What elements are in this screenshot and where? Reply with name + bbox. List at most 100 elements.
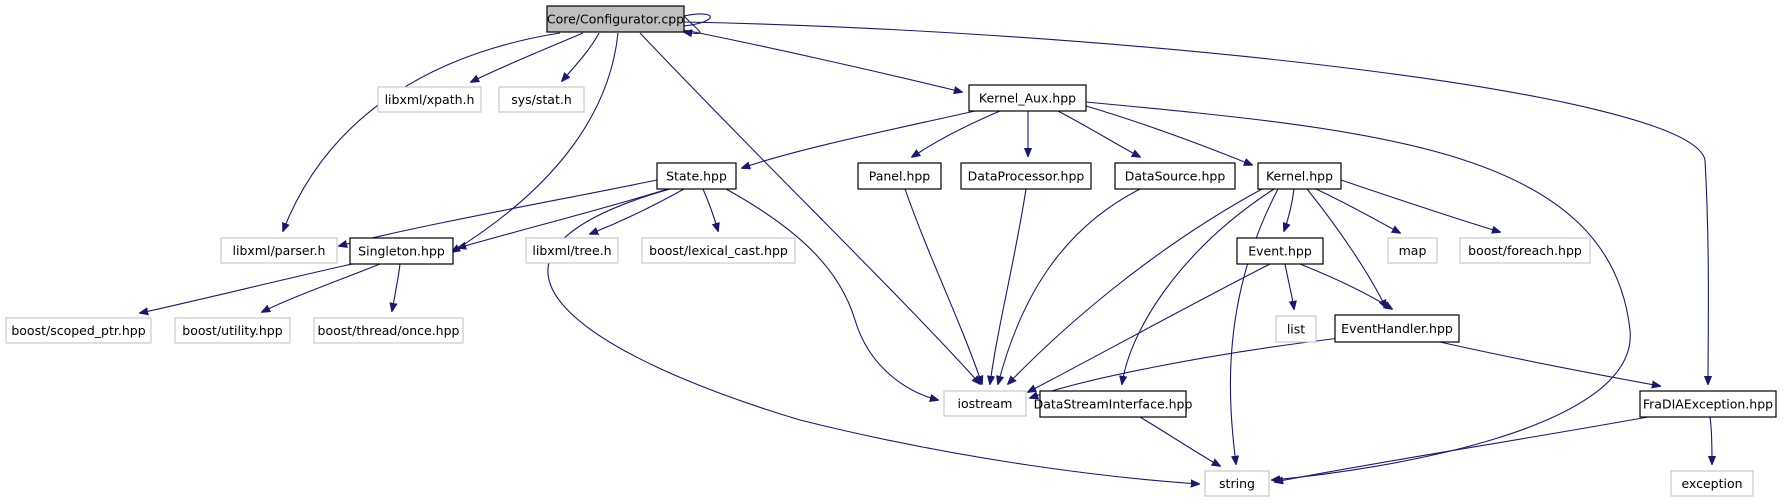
node-box-panel xyxy=(857,162,942,190)
node-label-datasource: DataSource.hpp xyxy=(1125,169,1226,184)
node-tree: libxml/tree.h xyxy=(525,237,619,264)
edge-panel-to-iostream xyxy=(904,188,982,384)
node-label-exception: exception xyxy=(1681,476,1742,491)
node-label-state: State.hpp xyxy=(666,169,727,184)
node-panel[interactable]: Panel.hpp xyxy=(857,162,942,190)
node-box-kernel xyxy=(1257,162,1342,190)
edge-configurator-to-xpath xyxy=(471,32,584,82)
edge-state-to-iostream xyxy=(725,188,938,400)
edge-kernel-to-iostream xyxy=(1008,188,1263,384)
node-xpath: libxml/xpath.h xyxy=(377,86,482,113)
edge-state-to-tree xyxy=(590,188,685,234)
node-box-dataprocessor xyxy=(960,162,1092,190)
node-label-xpath: libxml/xpath.h xyxy=(385,92,475,107)
node-box-eventhandler xyxy=(1334,314,1460,343)
node-eventhandler[interactable]: EventHandler.hpp xyxy=(1334,314,1460,343)
node-box-datasource xyxy=(1114,162,1236,190)
node-dataprocessor[interactable]: DataProcessor.hpp xyxy=(960,162,1092,190)
node-box-xpath xyxy=(377,86,482,113)
node-box-list xyxy=(1275,315,1317,343)
node-kernel_aux[interactable]: Kernel_Aux.hpp xyxy=(968,84,1087,112)
nodes-layer: Core/Configurator.cpp libxml/xpath.h sys/s… xyxy=(5,5,1777,497)
node-box-kernel_aux xyxy=(968,84,1087,112)
edge-fradia-to-string xyxy=(1275,416,1649,482)
node-box-tree xyxy=(525,237,619,264)
edge-configurator-to-singleton xyxy=(452,32,619,252)
node-label-lexical_cast: boost/lexical_cast.hpp xyxy=(649,243,788,258)
node-event[interactable]: Event.hpp xyxy=(1236,237,1324,265)
edge-event-to-eventhandler xyxy=(1299,263,1392,309)
node-label-parser: libxml/parser.h xyxy=(233,243,326,258)
node-box-iostream xyxy=(943,390,1027,417)
node-label-kernel: Kernel.hpp xyxy=(1266,169,1333,184)
node-datasource[interactable]: DataSource.hpp xyxy=(1114,162,1236,190)
node-box-event xyxy=(1236,237,1324,265)
edge-kernel-to-eventhandler xyxy=(1306,188,1386,308)
edge-state-to-singleton xyxy=(458,188,669,248)
edge-kernel-to-datastream xyxy=(1122,188,1275,384)
edge-kernel-to-foreach xyxy=(1340,179,1500,232)
edge-kernel-to-map xyxy=(1315,188,1400,233)
node-label-scoped_ptr: boost/scoped_ptr.hpp xyxy=(11,323,145,338)
node-box-scoped_ptr xyxy=(5,317,152,344)
node-scoped_ptr: boost/scoped_ptr.hpp xyxy=(5,317,152,344)
edge-singleton-to-scoped_ptr xyxy=(140,263,353,313)
node-label-panel: Panel.hpp xyxy=(869,169,931,184)
node-foreach: boost/foreach.hpp xyxy=(1459,237,1591,264)
node-label-fradia: FraDIAException.hpp xyxy=(1643,397,1773,412)
node-box-utility xyxy=(174,317,291,344)
edge-state-to-lexical_cast xyxy=(702,188,718,231)
node-box-configurator xyxy=(546,5,685,33)
edge-singleton-to-utility xyxy=(262,263,381,312)
node-stat: sys/stat.h xyxy=(498,86,585,113)
node-label-configurator: Core/Configurator.cpp xyxy=(547,12,684,27)
node-box-singleton xyxy=(349,237,454,265)
node-map: map xyxy=(1387,237,1438,264)
node-label-singleton: Singleton.hpp xyxy=(358,244,445,259)
node-label-foreach: boost/foreach.hpp xyxy=(1468,243,1582,258)
node-parser: libxml/parser.h xyxy=(220,237,338,264)
node-label-tree: libxml/tree.h xyxy=(532,243,611,258)
node-label-once: boost/thread/once.hpp xyxy=(318,323,460,338)
node-list: list xyxy=(1275,315,1317,343)
node-string: string xyxy=(1204,470,1270,497)
edge-datastream-to-string xyxy=(1139,416,1220,466)
edge-state-to-string xyxy=(547,188,1199,484)
node-label-event: Event.hpp xyxy=(1248,244,1312,259)
edge-kernel_aux-to-string xyxy=(1085,101,1631,480)
node-label-utility: boost/utility.hpp xyxy=(182,323,282,338)
edge-event-to-list xyxy=(1284,263,1294,309)
edge-fradia-to-exception xyxy=(1710,416,1712,464)
node-lexical_cast: boost/lexical_cast.hpp xyxy=(641,237,796,264)
node-state[interactable]: State.hpp xyxy=(656,162,737,190)
edge-eventhandler-to-iostream xyxy=(1030,337,1341,398)
node-fradia[interactable]: FraDIAException.hpp xyxy=(1639,390,1777,418)
edge-configurator-to-fradia xyxy=(683,21,1708,384)
edge-datasource-to-iostream xyxy=(998,188,1141,384)
node-box-exception xyxy=(1670,470,1754,497)
node-label-eventhandler: EventHandler.hpp xyxy=(1341,321,1453,336)
node-once: boost/thread/once.hpp xyxy=(313,317,464,344)
node-box-map xyxy=(1387,237,1438,264)
node-box-parser xyxy=(220,237,338,264)
node-label-dataprocessor: DataProcessor.hpp xyxy=(968,169,1085,184)
node-label-string: string xyxy=(1219,476,1255,491)
node-label-datastream: DataStreamInterface.hpp xyxy=(1034,397,1193,412)
node-box-lexical_cast xyxy=(641,237,796,264)
edge-configurator-to-kernel_aux xyxy=(683,29,962,92)
node-singleton[interactable]: Singleton.hpp xyxy=(349,237,454,265)
node-label-stat: sys/stat.h xyxy=(511,92,572,107)
edge-singleton-to-once xyxy=(392,263,401,311)
node-label-list: list xyxy=(1287,322,1305,337)
node-utility: boost/utility.hpp xyxy=(174,317,291,344)
node-box-once xyxy=(313,317,464,344)
edge-event-to-iostream xyxy=(1028,263,1271,392)
edges-layer xyxy=(140,13,1712,484)
node-kernel[interactable]: Kernel.hpp xyxy=(1257,162,1342,190)
node-datastream[interactable]: DataStreamInterface.hpp xyxy=(1034,390,1193,418)
edge-kernel_aux-to-state xyxy=(742,110,976,168)
node-configurator[interactable]: Core/Configurator.cpp xyxy=(546,5,685,33)
node-box-foreach xyxy=(1459,237,1591,264)
edge-configurator-to-iostream xyxy=(639,32,980,384)
